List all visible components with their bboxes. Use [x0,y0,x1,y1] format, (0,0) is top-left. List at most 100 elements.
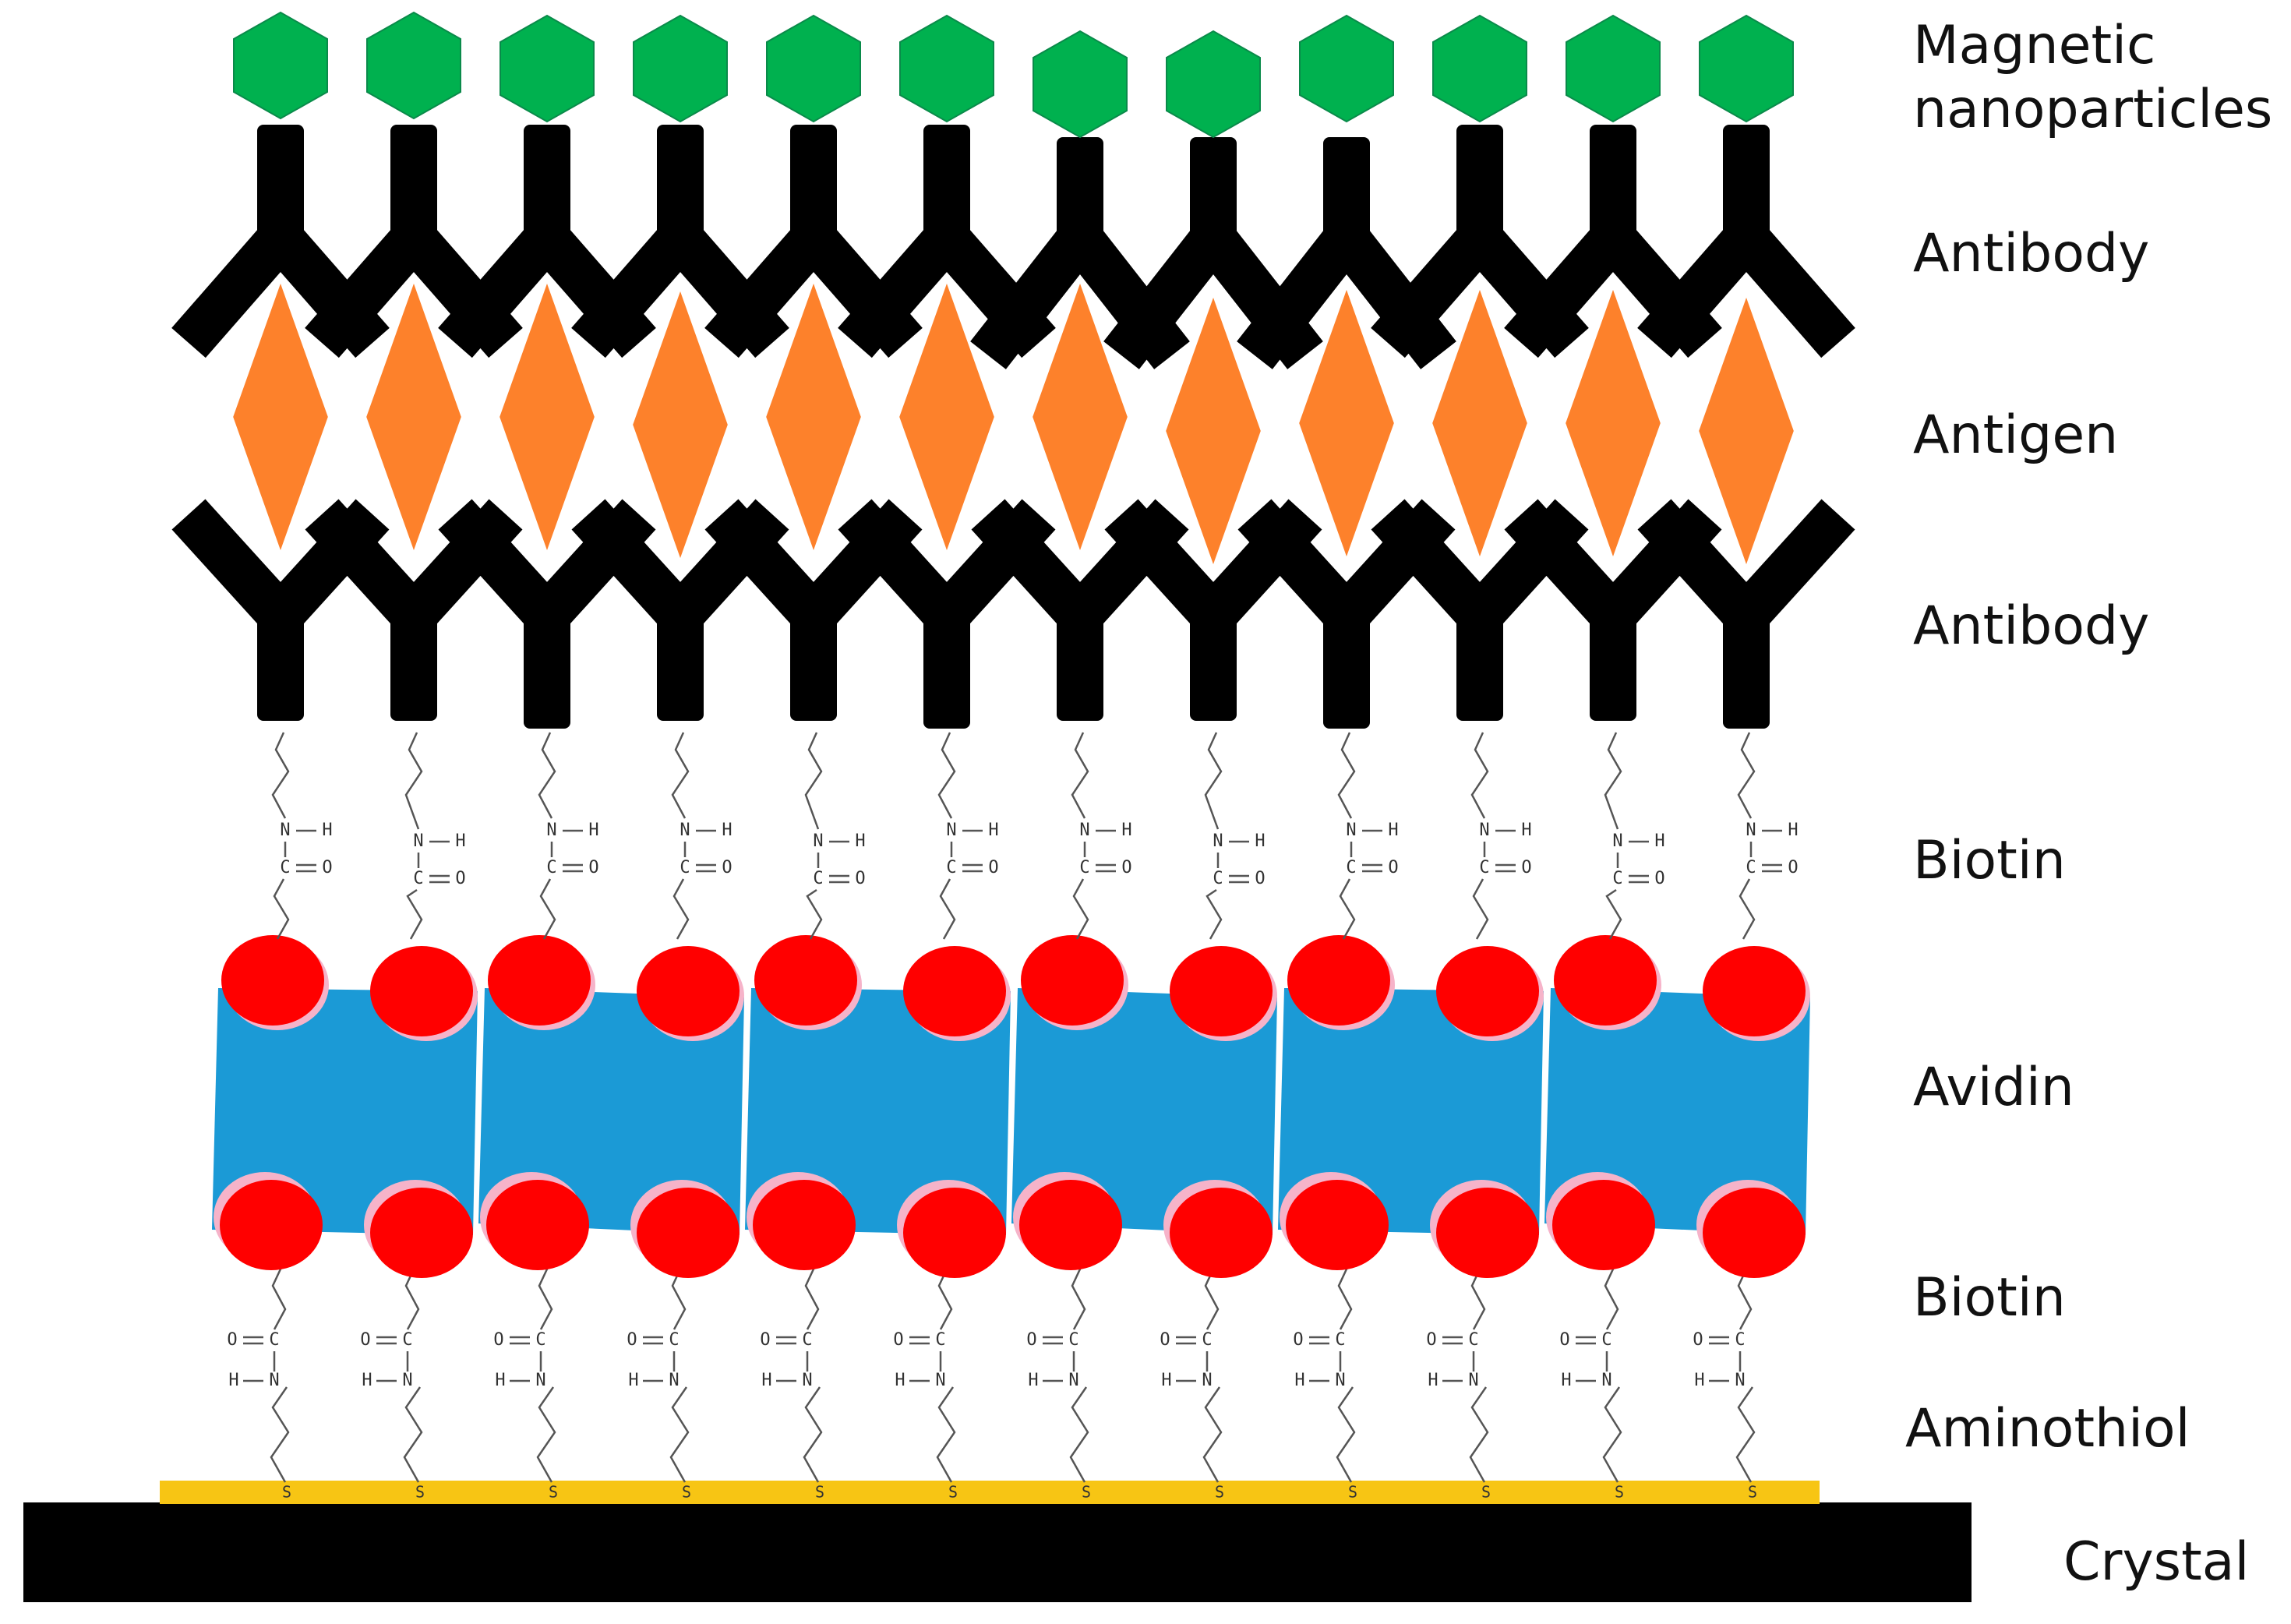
nitrogen-atom: N [1335,1371,1345,1390]
amide-chain [804,732,823,830]
avidin-body [1278,988,1544,1235]
biotin-bottom-2 [370,1188,473,1278]
hydrogen-atom: H [322,821,332,840]
aminothiol-chain [536,1386,556,1483]
biotin-bottom-2 [903,1188,1006,1278]
biotin-chain [939,878,956,940]
magnetic-nanoparticle-5 [766,14,861,123]
carbon-atom: C [1746,858,1756,877]
detection-antibody-12 [1637,125,1855,358]
carbon-atom: C [813,869,823,888]
sulfur-atom-1: S [282,1483,291,1502]
biotin-chain [539,878,556,940]
oxygen-atom: O [322,858,332,877]
oxygen-atom: O [1160,1330,1170,1350]
antibody-arm-right [1729,222,1855,358]
nitrogen-atom: N [1346,821,1356,840]
antibody-stem [923,616,970,729]
antibody-arm-left [1103,224,1231,369]
antigen-layer [228,270,1799,578]
oxygen-atom: O [1559,1330,1569,1350]
antibody-arm-left [1637,222,1763,358]
sulfur-atom-10: S [1481,1483,1491,1502]
nitrogen-atom: N [402,1371,412,1390]
biotin-bottom-1 [486,1180,589,1270]
antibody-stem [657,125,704,238]
antibody-arm-left [1237,224,1364,369]
hydrogen-atom: H [1255,831,1265,851]
biotin-chain [1206,888,1223,940]
sulfur-atom-11: S [1615,1483,1624,1502]
label-antibody-top: Antibody [1913,223,2150,284]
hydrogen-atom: H [1161,1371,1171,1390]
crystal-slab [23,1502,1972,1602]
carbon-atom: C [402,1330,412,1350]
carbon-atom: C [269,1330,279,1350]
antibody-stem [1057,137,1103,238]
avidin-body [745,988,1011,1235]
nitrogen-atom: N [1068,1371,1078,1390]
antibody-stem [1456,616,1503,721]
carbon-atom: C [1479,858,1489,877]
nitrogen-atom: N [1746,821,1756,840]
antibody-arm-left [1504,499,1630,631]
oxygen-atom: O [360,1330,370,1350]
antibody-stem [657,616,704,721]
nitrogen-atom: N [1213,831,1223,851]
gold-film [160,1481,1820,1504]
biotin-chain [804,1262,820,1330]
amide-chain [404,732,423,830]
antibody-stem [1190,137,1237,238]
carbon-atom: C [1213,869,1223,888]
antibody-arm-left [838,222,964,358]
antibody-stem [1190,616,1237,721]
detection-antibody-layer [171,125,1855,369]
biotin-top-2 [1170,946,1273,1036]
antibody-arm-left [571,499,697,631]
antigen-9 [1294,276,1400,570]
hydrogen-atom: H [1294,1371,1304,1390]
magnetic-nanoparticle-layer [233,11,1794,139]
nitrogen-atom: N [1735,1371,1745,1390]
oxygen-atom: O [1121,858,1131,877]
antibody-arm-left [1237,499,1364,631]
sulfur-atom-3: S [549,1483,558,1502]
sulfur-atom-12: S [1748,1483,1757,1502]
carbon-atom: C [1068,1330,1078,1350]
magnetic-nanoparticle-1 [233,11,328,120]
nitrogen-atom: N [669,1371,679,1390]
carbon-atom: C [413,869,423,888]
aminothiol-chain [270,1386,290,1483]
hydrogen-atom: H [1388,821,1398,840]
nitrogen-atom: N [946,821,956,840]
antibody-arm-left [171,222,298,358]
amide-chain [1604,732,1622,830]
antibody-arm-left [970,224,1098,369]
antibody-arm-left [438,499,564,631]
hydrogen-atom: H [1121,821,1131,840]
biotin-top-2 [370,946,473,1036]
carbon-atom: C [1468,1330,1478,1350]
hydrogen-atom: H [362,1371,372,1390]
hydrogen-atom: H [895,1371,905,1390]
label-aminothiol: Aminothiol [1905,1398,2190,1460]
antibody-stem [790,616,837,721]
carbon-atom: C [802,1330,812,1350]
hydrogen-atom: H [1028,1371,1038,1390]
hydrogen-atom: H [455,831,465,851]
nitrogen-atom: N [1601,1371,1611,1390]
antigen-5 [761,270,867,564]
biotin-bottom-2 [1170,1188,1273,1278]
hydrogen-atom: H [1654,831,1664,851]
hydrogen-atom: H [228,1371,238,1390]
